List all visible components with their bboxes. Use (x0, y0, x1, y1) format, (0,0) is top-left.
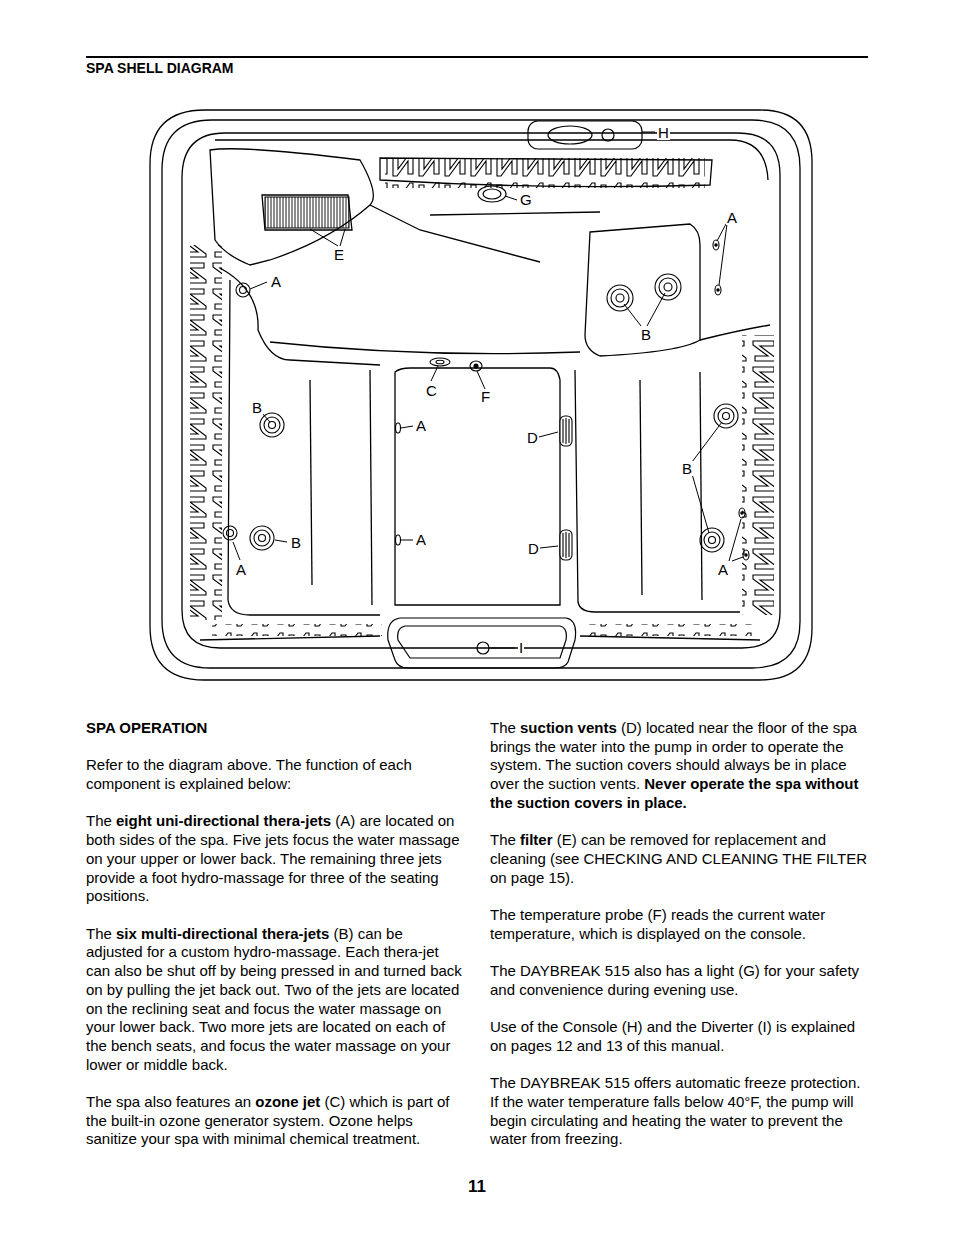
grip-pattern (582, 624, 752, 636)
multi-directional-jet (250, 274, 738, 552)
callout-letter: I (518, 640, 524, 655)
callout-letter: G (519, 192, 533, 207)
text-column: SPA OPERATION Refer to the diagram above.… (86, 719, 462, 1168)
body-text: Refer to the diagram above. The function… (86, 756, 412, 792)
body-text: The (490, 719, 516, 736)
body-text: The spa also features an (86, 1093, 251, 1110)
header-rule (86, 56, 868, 58)
callout-letter: A (235, 562, 247, 577)
diagram-title: SPA SHELL DIAGRAM (86, 60, 234, 76)
console (528, 121, 642, 149)
grip-pattern (190, 245, 222, 620)
callout-letter: E (333, 247, 345, 262)
body-text: eight uni-directional thera-jets (116, 812, 331, 829)
section-heading: SPA OPERATION (86, 719, 207, 736)
filter-cartridge (265, 197, 349, 228)
callout-letter: B (251, 400, 263, 415)
ozone-and-probe (430, 358, 482, 371)
body-text: The (86, 812, 112, 829)
diverter (388, 618, 576, 668)
paragraph: The suction vents (D) located near the f… (490, 719, 868, 813)
callout-letter: A (726, 210, 738, 225)
paragraph: The eight uni-directional thera-jets (A)… (86, 812, 462, 906)
light (478, 186, 506, 202)
page-number: 11 (468, 1177, 486, 1197)
leader-line (233, 132, 743, 648)
body-text: The temperature probe (F) reads the curr… (490, 906, 825, 942)
body-text: filter (520, 831, 553, 848)
body-text: The (490, 831, 516, 848)
body-text: The DAYBREAK 515 also has a light (G) fo… (490, 962, 859, 998)
callout-letter: A (415, 532, 427, 547)
paragraph: The six multi-directional thera-jets (B)… (86, 925, 462, 1075)
grip-pattern (385, 158, 705, 188)
body-text: ozone jet (255, 1093, 320, 1110)
callout-letter: A (270, 274, 282, 289)
suction-vent (560, 416, 572, 560)
callout-letter: B (290, 535, 302, 550)
body-text: suction vents (520, 719, 617, 736)
body-text: six multi-directional thera-jets (116, 925, 329, 942)
body-text: The (86, 925, 112, 942)
callout-letter: D (527, 541, 540, 556)
callout-letter: D (526, 430, 539, 445)
paragraph: The spa also features an ozone jet (C) w… (86, 1093, 462, 1149)
callout-letter: B (681, 461, 693, 476)
body-text: Use of the Console (H) and the Diverter … (490, 1018, 855, 1054)
callout-letter: A (717, 562, 729, 577)
paragraph: SPA OPERATION (86, 719, 462, 738)
paragraph: Use of the Console (H) and the Diverter … (490, 1018, 868, 1055)
callout-letter: B (640, 327, 652, 342)
text-column: The suction vents (D) located near the f… (490, 719, 868, 1168)
paragraph: The DAYBREAK 515 also has a light (G) fo… (490, 962, 868, 999)
paragraph: The filter (E) can be removed for replac… (490, 831, 868, 887)
uni-directional-jet (223, 240, 749, 560)
spa-outline (150, 110, 812, 680)
grip-pattern (742, 335, 774, 615)
callout-letter: C (425, 383, 438, 398)
callout-letter: A (415, 418, 427, 433)
paragraph: The DAYBREAK 515 offers automatic freeze… (490, 1074, 868, 1149)
callout-letter: F (480, 389, 491, 404)
callout-letter: H (657, 125, 670, 140)
body-text: The DAYBREAK 515 offers automatic freeze… (490, 1074, 860, 1147)
paragraph: The temperature probe (F) reads the curr… (490, 906, 868, 943)
body-text: (B) can be adjusted for a custom hydro-m… (86, 925, 462, 1073)
paragraph: Refer to the diagram above. The function… (86, 756, 462, 793)
grip-pattern (212, 624, 382, 636)
